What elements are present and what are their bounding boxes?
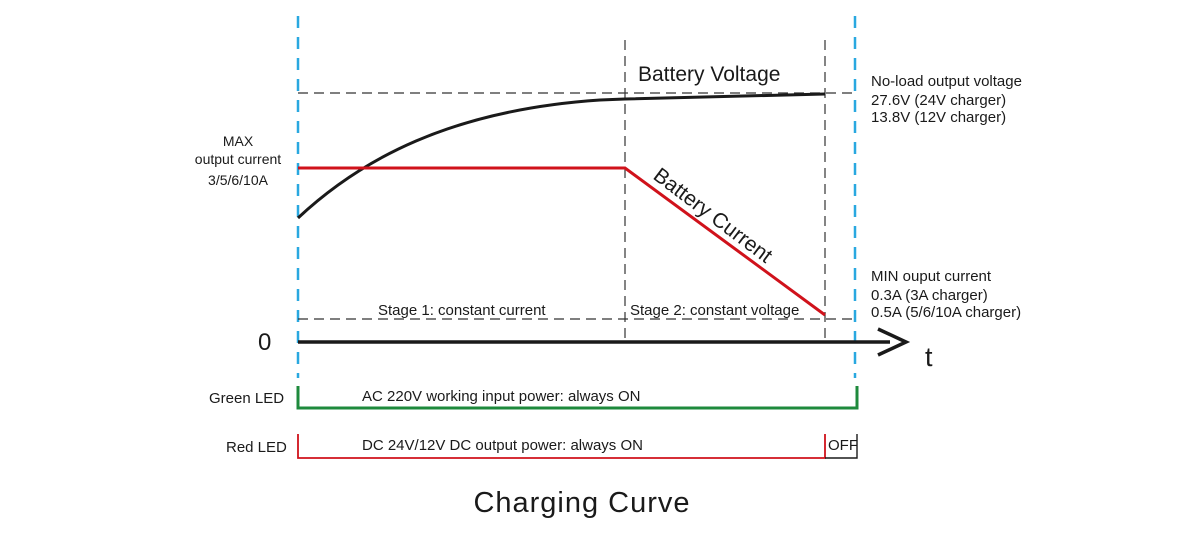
green-led-bar — [296, 386, 859, 410]
stage1-label: Stage 1: constant current — [378, 302, 546, 319]
min-current-5a: 0.5A (5/6/10A charger) — [871, 304, 1021, 321]
battery-current-label: Battery Current — [649, 164, 777, 268]
max-current-line1: MAX — [223, 133, 254, 149]
stage2-label: Stage 2: constant voltage — [630, 302, 799, 319]
red-led-label: Red LED — [226, 439, 287, 456]
green-led-label: Green LED — [209, 390, 284, 407]
red-led-text: DC 24V/12V DC output power: always ON — [362, 437, 643, 454]
red-led-off-bracket — [825, 434, 858, 459]
max-current-values: 3/5/6/10A — [208, 172, 269, 188]
diagram-title: Charging Curve — [473, 487, 690, 519]
max-current-line2: output current — [195, 151, 281, 167]
no-load-voltage-12v: 13.8V (12V charger) — [871, 109, 1006, 126]
time-axis-arrow — [877, 327, 911, 357]
red-led-bar — [297, 434, 826, 459]
zero-label: 0 — [258, 329, 271, 356]
no-load-voltage-24v: 27.6V (24V charger) — [871, 92, 1006, 109]
battery-voltage-curve — [296, 92, 826, 220]
battery-current-curve — [298, 166, 826, 317]
min-current-3a: 0.3A (3A charger) — [871, 287, 988, 304]
t-axis-label: t — [925, 342, 933, 372]
red-led-off-label: OFF — [828, 437, 858, 454]
no-load-voltage-title: No-load output voltage — [871, 73, 1022, 90]
green-led-text: AC 220V working input power: always ON — [362, 388, 640, 405]
min-current-title: MIN ouput current — [871, 268, 992, 285]
battery-voltage-label: Battery Voltage — [638, 63, 780, 86]
